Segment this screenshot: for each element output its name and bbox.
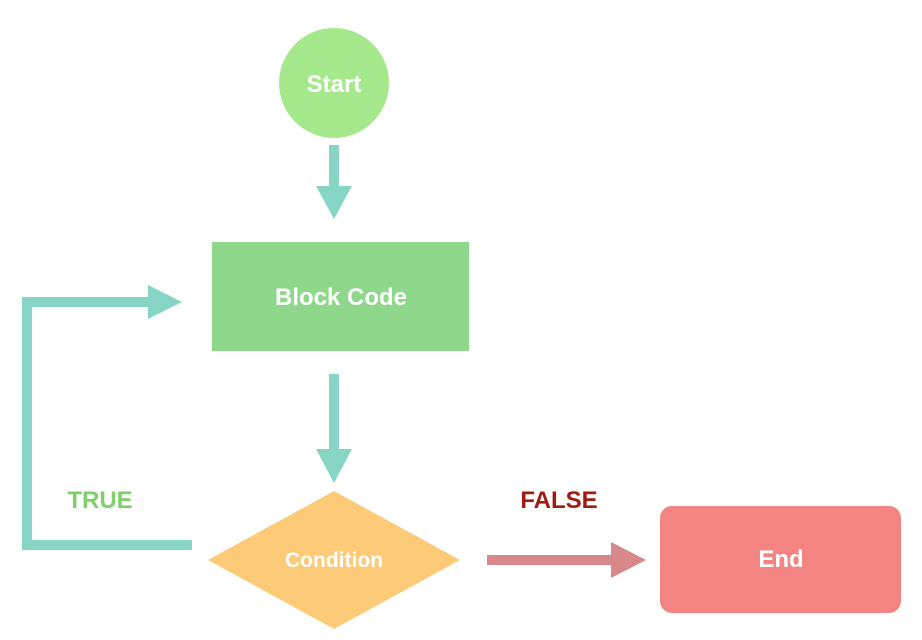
- arrow-block-code-to-condition: [316, 374, 352, 483]
- condition-node: Condition: [208, 491, 460, 629]
- start-node: Start: [279, 28, 389, 138]
- false-label: FALSE: [520, 487, 597, 514]
- end-node: End: [660, 506, 901, 613]
- block-code-label: Block Code: [275, 284, 407, 311]
- arrow-start-to-block-code: [316, 145, 352, 219]
- start-circle: [279, 28, 389, 138]
- condition-label: Condition: [285, 549, 383, 572]
- condition-diamond: [208, 491, 460, 629]
- arrow-true-loop: [22, 285, 192, 550]
- true-label: TRUE: [67, 487, 132, 514]
- arrow-false-to-end: [487, 542, 646, 578]
- block-code-rect: [212, 242, 469, 351]
- end-label: End: [758, 546, 803, 573]
- end-rect: [660, 506, 901, 613]
- start-label: Start: [307, 71, 362, 98]
- block-code-node: Block Code: [212, 242, 469, 351]
